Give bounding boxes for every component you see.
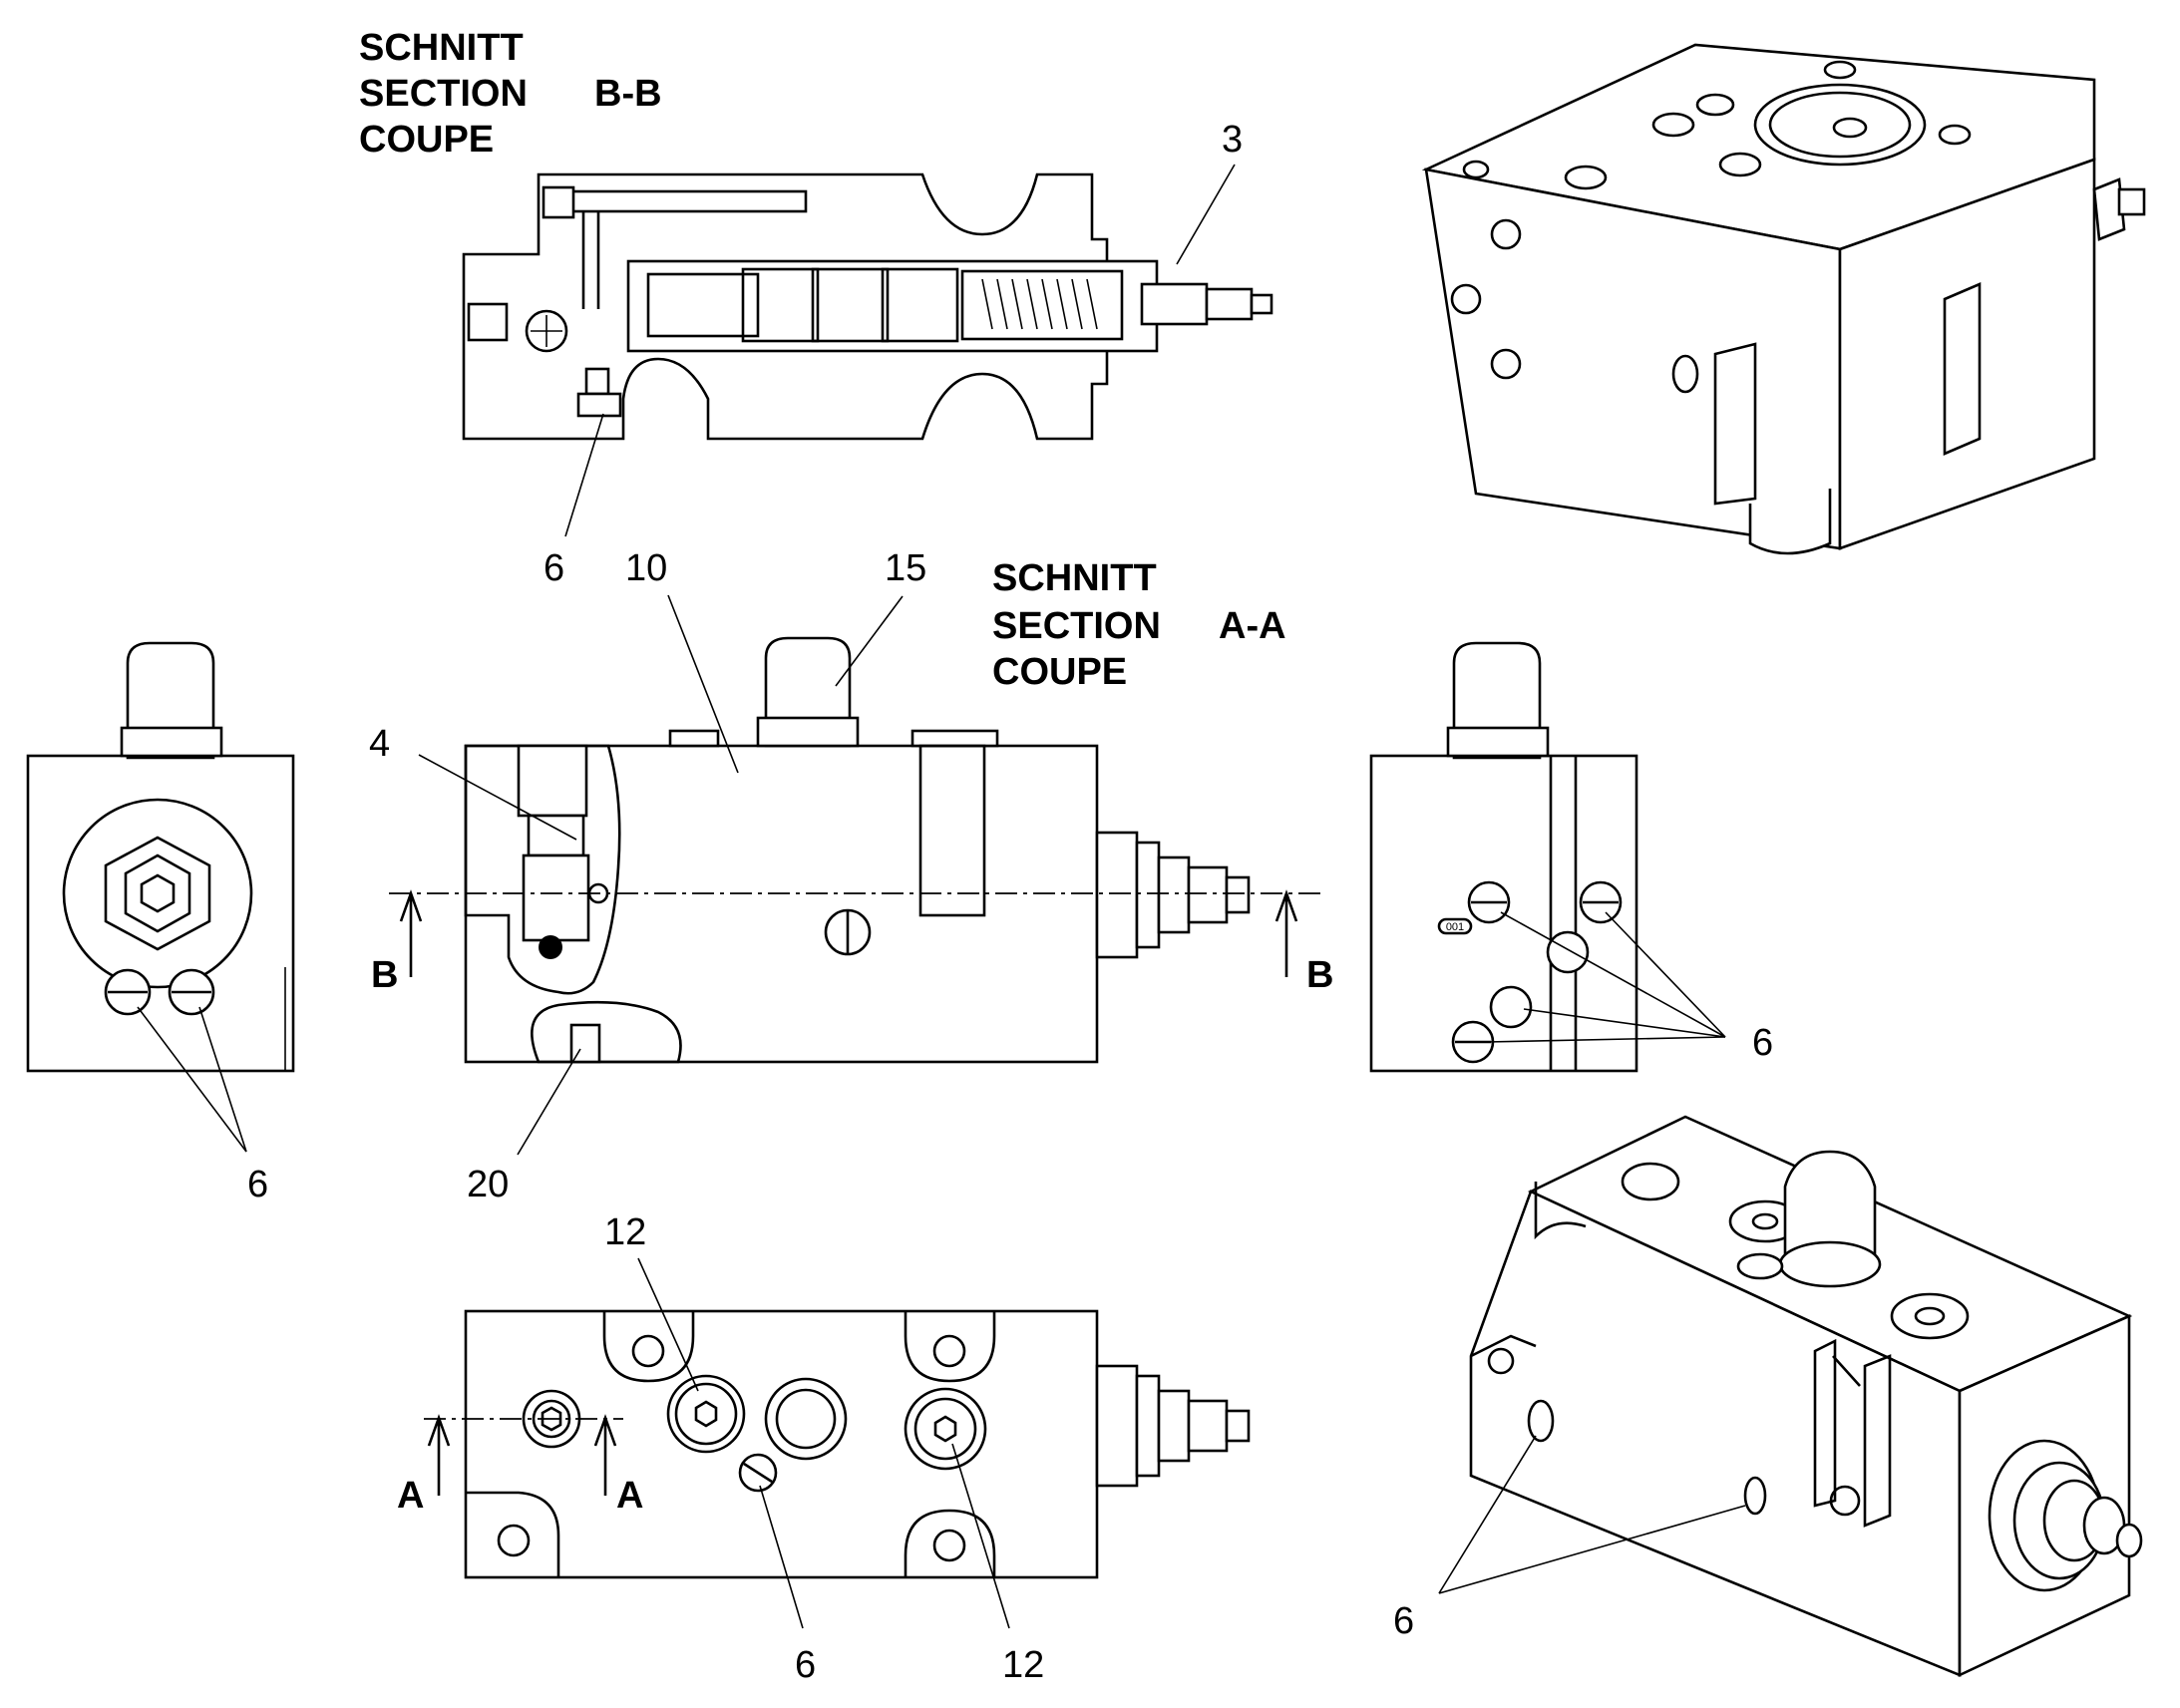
section-bb-line1: SCHNITT <box>359 27 524 69</box>
front-view-callouts: 10 15 4 20 <box>369 547 926 1205</box>
cut-mark-a-right: A <box>616 1475 643 1517</box>
callout-6-section-bb: 6 <box>544 547 564 589</box>
section-aa-line1: SCHNITT <box>992 557 1157 599</box>
callout-12-right: 12 <box>1002 1644 1044 1686</box>
callout-20: 20 <box>467 1164 509 1205</box>
section-bb-view <box>462 172 1273 441</box>
callout-12-left: 12 <box>604 1211 646 1253</box>
iso-view-bottom: 6 <box>1393 1115 2143 1678</box>
section-bb-line3: COUPE <box>359 119 494 161</box>
cut-mark-b-right: B <box>1306 954 1333 996</box>
cut-mark-b-left: B <box>371 954 398 996</box>
section-bb-callouts: 3 6 <box>544 119 1243 589</box>
stamp-001: 001 <box>1446 921 1464 933</box>
callout-10: 10 <box>625 547 667 589</box>
section-aa-line3: COUPE <box>992 651 1127 693</box>
right-end-view: 001 6 <box>1369 641 1773 1073</box>
callout-6-left-view: 6 <box>247 1164 268 1205</box>
cut-mark-a-left: A <box>397 1475 424 1517</box>
left-end-view: 6 <box>26 641 295 1205</box>
iso-view-top <box>1421 43 2146 555</box>
callout-6-bottom-view: 6 <box>795 1644 816 1686</box>
section-bb-title: SCHNITT SECTION B-B COUPE <box>359 27 662 161</box>
bottom-view-callouts: 12 6 12 <box>604 1211 1044 1686</box>
section-bb-id: B-B <box>594 73 662 115</box>
section-aa-id: A-A <box>1219 605 1286 647</box>
callout-4: 4 <box>369 723 390 765</box>
callout-6-right-view: 6 <box>1752 1022 1773 1064</box>
bottom-view: A A <box>397 1309 1251 1579</box>
section-aa-line2: SECTION <box>992 605 1161 647</box>
section-bb-line2: SECTION <box>359 73 528 115</box>
callout-3: 3 <box>1222 119 1243 161</box>
callout-6-iso-view: 6 <box>1393 1600 1414 1642</box>
front-view: B B <box>371 636 1333 1064</box>
section-aa-title: SCHNITT SECTION A-A COUPE <box>992 557 1286 693</box>
callout-15: 15 <box>885 547 926 589</box>
